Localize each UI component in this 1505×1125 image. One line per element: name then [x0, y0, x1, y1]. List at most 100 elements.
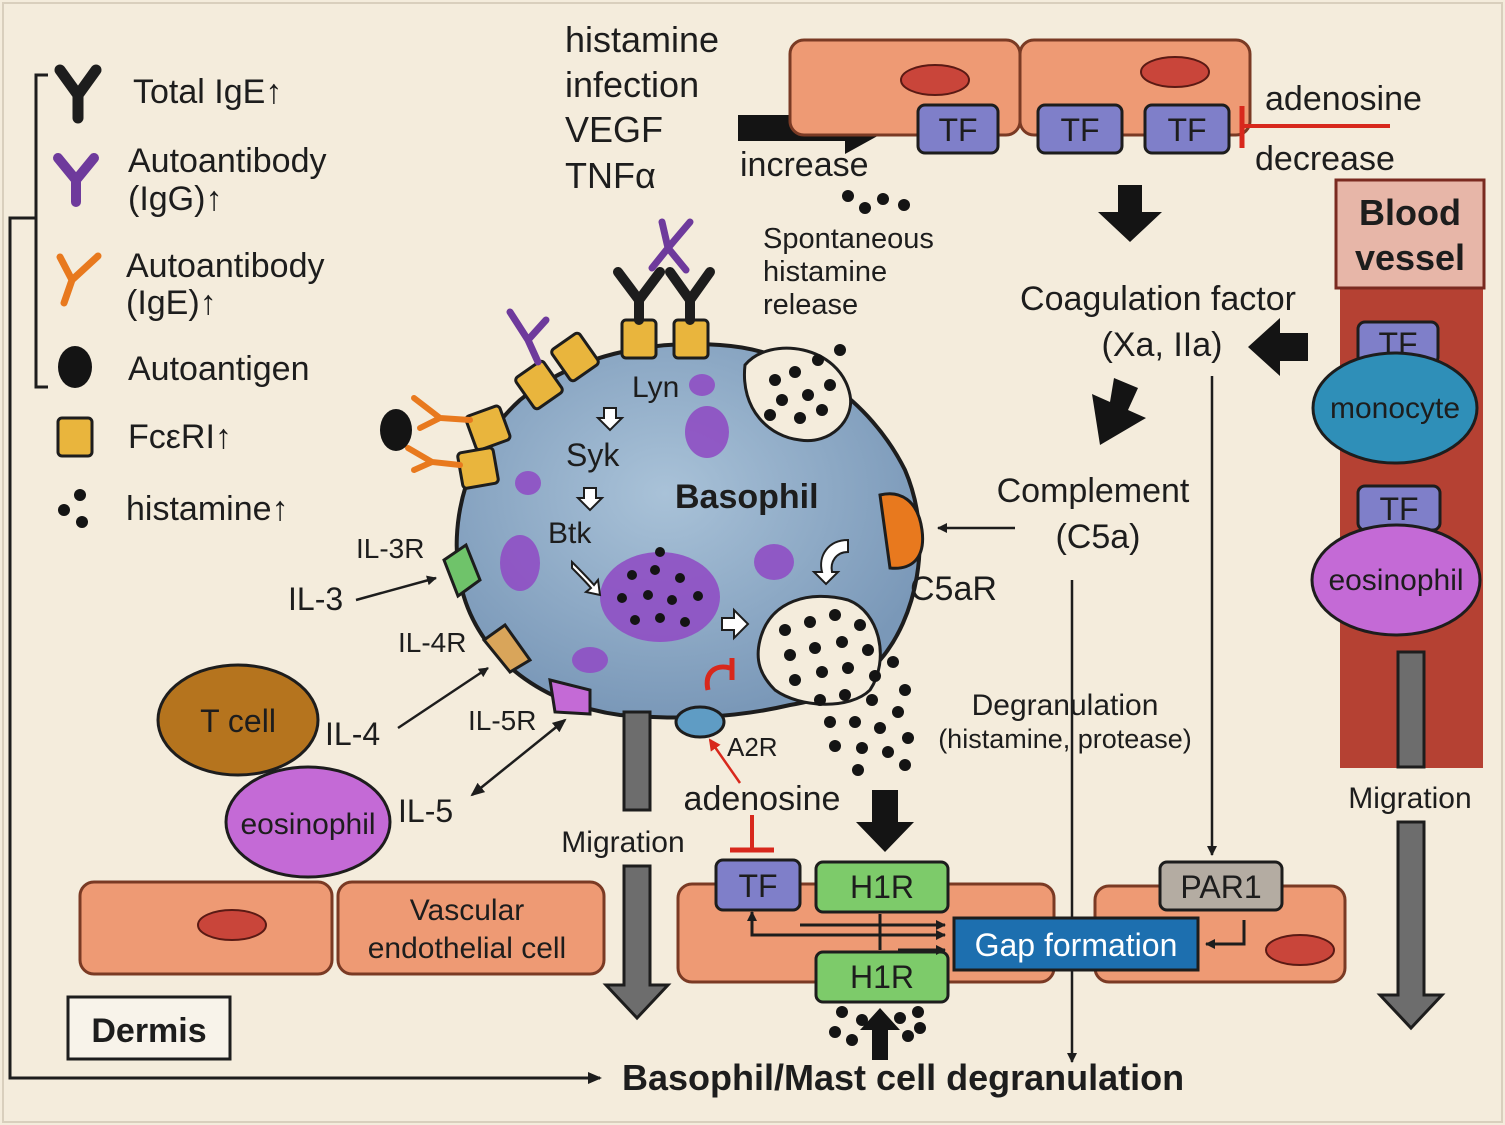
a2r-receptor	[674, 705, 726, 739]
spontaneous-label-line3: release	[763, 289, 858, 321]
legend-to-degranulation-arrow	[8, 216, 602, 1084]
degranulation-label-line2: (histamine, protease)	[938, 724, 1192, 754]
tf-receptor: TF	[1036, 103, 1124, 155]
total-ige-icon	[54, 64, 102, 124]
eosinophil-vessel-label: eosinophil	[1328, 564, 1463, 597]
increase-label: increase	[740, 146, 869, 184]
blood-vessel-label-box	[1334, 178, 1486, 290]
vascular-label-line2: endothelial cell	[368, 932, 566, 965]
svg-text:TF: TF	[1379, 491, 1418, 527]
h1r-receptor-bottom: H1R	[814, 950, 950, 1004]
autoantibody-ige-icon	[56, 252, 102, 307]
autoantibody-igg-crosslink	[648, 218, 694, 274]
tf-receptor: TF	[1143, 103, 1231, 155]
svg-text:H1R: H1R	[850, 869, 914, 905]
fceri-icon	[56, 416, 94, 458]
nucleus	[1265, 934, 1335, 966]
legend-autoantibody-igg-line1: Autoantibody	[128, 142, 327, 180]
bottom-histamine-dots	[829, 1006, 926, 1046]
migration-label-right: Migration	[1348, 782, 1471, 815]
coagulation-label-line1: Coagulation factor	[1020, 280, 1296, 318]
dermis-box	[66, 995, 232, 1061]
svg-text:TF: TF	[1060, 112, 1099, 148]
monocyte-cell	[1311, 351, 1479, 465]
h1r-receptor-top: H1R	[814, 860, 950, 914]
adenosine-mid-label: adenosine	[684, 780, 841, 818]
t-cell-label: T cell	[200, 703, 276, 739]
signal-arrows	[571, 407, 849, 641]
t-cell	[156, 663, 320, 777]
nuclear-granules	[617, 547, 703, 627]
bottom-endothelial-cells	[78, 880, 1347, 984]
migration-arrow-right	[1376, 820, 1446, 1031]
tf-receptor: TF	[916, 103, 1000, 155]
coagulation-label-line2: (Xa, IIa)	[1102, 326, 1223, 364]
autoantigen-icon	[58, 346, 92, 388]
tf-receptor: TF	[714, 858, 802, 912]
basophil-cell: Lyn Syk Btk Basophil	[454, 342, 922, 776]
migration-arrow-shaft	[622, 710, 652, 812]
migration-arrow-left	[602, 864, 672, 1021]
degranulation-label-line1: Degranulation	[972, 689, 1159, 722]
stimulus-vegf: VEGF	[565, 109, 663, 150]
blood-vessel-label-line2: vessel	[1355, 237, 1465, 278]
il5-double-arrow	[470, 718, 567, 797]
complement-label-line1: Complement	[997, 472, 1190, 510]
histamine-up-arrow	[860, 1008, 900, 1060]
il3-label: IL-3	[288, 581, 343, 617]
svg-text:PAR1: PAR1	[1180, 869, 1261, 905]
down-arrow	[1098, 185, 1162, 242]
migration-arrow-shaft	[1396, 650, 1426, 769]
nucleus	[197, 909, 267, 941]
il4-label: IL-4	[325, 716, 380, 752]
legend-bracket	[34, 73, 48, 389]
svg-text:TF: TF	[738, 868, 777, 904]
gap-formation-label: Gap formation	[975, 927, 1178, 963]
endothelial-cell	[336, 880, 606, 976]
fceri-receptor-ige	[665, 267, 715, 360]
spontaneous-histamine-dots	[842, 190, 910, 214]
dermis-label: Dermis	[91, 1012, 206, 1050]
nucleus	[1140, 56, 1210, 88]
a2r-label: A2R	[727, 732, 778, 762]
svg-text:TF: TF	[938, 112, 977, 148]
spontaneous-label-line1: Spontaneous	[763, 223, 934, 255]
signal-connectors	[747, 911, 1246, 955]
lyn-label: Lyn	[632, 371, 679, 404]
spontaneous-label-line2: histamine	[763, 256, 887, 288]
autoantigen-icon	[380, 409, 412, 451]
c5ar-receptor	[878, 492, 925, 570]
basophil-label: Basophil	[675, 478, 819, 516]
diagonal-arrow	[1092, 378, 1146, 445]
gap-formation-box: Gap formation	[952, 916, 1200, 972]
il4r-receptor	[481, 622, 533, 674]
stimulus-histamine: histamine	[565, 19, 719, 60]
adenosine-top-label: adenosine	[1265, 80, 1422, 118]
histamine-to-h1r-arrow	[856, 790, 914, 852]
legend-histamine: histamine↑	[126, 490, 289, 528]
legend: Total IgE↑ Autoantibody (IgG)↑ Autoantib…	[8, 64, 602, 1084]
autoantibody-igg-icon	[53, 153, 99, 207]
stimuli-list: histamine infection VEGF TNFα	[565, 19, 719, 196]
stimulus-tnfa: TNFα	[565, 155, 656, 196]
il5-label: IL-5	[398, 793, 453, 829]
blood-vessel-label-line1: Blood	[1359, 192, 1461, 233]
histamine-icon	[58, 489, 88, 528]
monocyte-label: monocyte	[1330, 392, 1460, 425]
c5ar-label: C5aR	[910, 570, 997, 608]
legend-autoantibody-ige-line1: Autoantibody	[126, 247, 325, 285]
il3r-label: IL-3R	[356, 533, 424, 564]
il3r-receptor	[442, 542, 482, 599]
legend-total-ige: Total IgE↑	[133, 73, 282, 111]
adenosine-to-a2r-arrow	[708, 738, 742, 784]
il4-arrow	[397, 666, 489, 730]
eosinophil-dermis-label: eosinophil	[240, 808, 375, 841]
tf-receptor: TF	[1356, 484, 1442, 532]
adenosine-inhibition	[1239, 106, 1390, 148]
svg-text:H1R: H1R	[850, 959, 914, 995]
fceri-receptor-ige	[613, 267, 665, 360]
left-arrow	[1248, 318, 1308, 376]
